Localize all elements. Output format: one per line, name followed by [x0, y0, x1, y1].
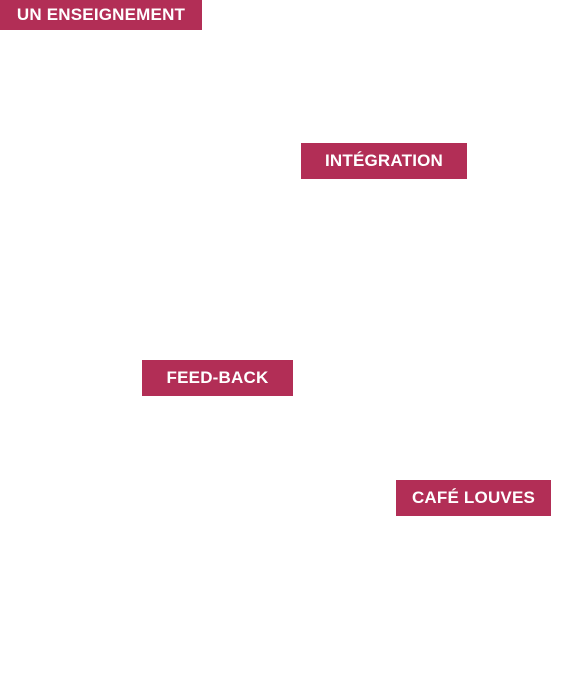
tag-label: INTÉGRATION [324, 151, 444, 170]
tag-cafe-louves[interactable]: CAFÉ LOUVES [396, 480, 551, 516]
tag-label: FEED-BACK [166, 368, 269, 387]
tag-un-enseignement[interactable]: UN ENSEIGNEMENT [0, 0, 202, 30]
tag-integration[interactable]: INTÉGRATION [301, 143, 467, 179]
tag-feed-back[interactable]: FEED-BACK [142, 360, 293, 396]
tag-label: UN ENSEIGNEMENT [16, 5, 186, 24]
tag-label: CAFÉ LOUVES [411, 488, 536, 507]
